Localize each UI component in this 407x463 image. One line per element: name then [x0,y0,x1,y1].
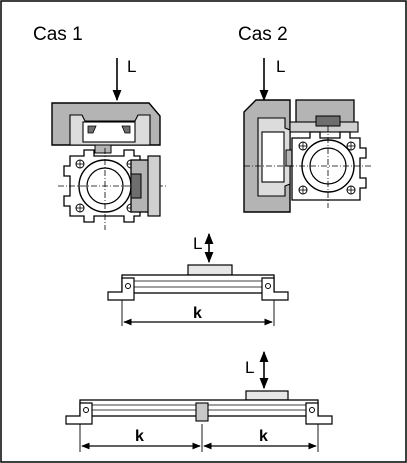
case1-title: Cas 1 [33,24,83,45]
rail-bottom-support [195,402,209,422]
rail-bottom-dim-label-right: k [259,428,268,445]
case1-side-clamp [130,155,161,217]
case2-title: Cas 2 [238,24,288,45]
rail-bottom-group: L k k [65,350,333,452]
case1-load-label: L [127,57,136,76]
rail-top-load-label: L [193,234,202,253]
case2-pulley-housing [244,126,372,208]
rail-bottom-carriage [245,390,289,401]
case2-carriage [243,99,297,213]
rail-bottom-profile [65,399,333,452]
case2-top-clamp [289,99,359,133]
case1-carriage [51,102,161,154]
rail-top-dim-label: k [193,305,202,322]
rail-bottom-dim-label-left: k [135,428,144,445]
case2-group: Cas 2 L [238,24,372,213]
case2-load-label: L [276,57,285,76]
rail-top-carriage [187,264,233,276]
case1-group: Cas 1 L [33,24,168,230]
rail-bottom-load-label: L [245,358,254,377]
rail-top-group: L k [107,232,289,326]
rail-top-profile [107,274,289,326]
case1-pulley-housing [58,148,168,230]
